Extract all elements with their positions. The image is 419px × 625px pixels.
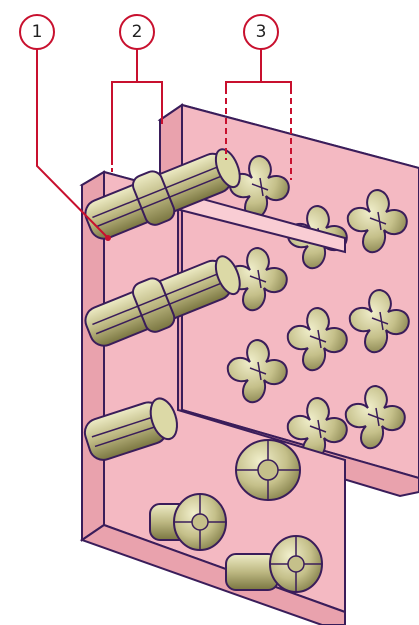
flower-part — [344, 384, 406, 450]
spool-part — [235, 439, 301, 501]
callout-badge-2: 2 — [119, 14, 155, 50]
spool-parts — [149, 439, 323, 593]
flower-part — [346, 188, 408, 254]
flower-part — [286, 306, 348, 372]
leader-dot-1 — [105, 235, 111, 241]
callout-leaders — [36, 49, 292, 241]
slotted-bar-parts — [83, 148, 241, 461]
flower-part — [226, 338, 288, 404]
bracket-2 — [111, 81, 163, 165]
slotted-bar — [83, 397, 178, 461]
callout-number-1: 1 — [32, 22, 43, 42]
slotted-bar — [84, 255, 241, 347]
slotted-bar — [84, 148, 241, 240]
leader-line-1 — [36, 49, 109, 239]
bracket-3 — [225, 81, 292, 88]
callout-badge-3: 3 — [243, 14, 279, 50]
front-panel-bottom-edge — [79, 523, 346, 625]
spool-part — [149, 493, 227, 551]
callout-number-2: 2 — [132, 22, 143, 42]
flower-part — [226, 246, 288, 312]
flower-part — [348, 288, 410, 354]
callout-badge-1: 1 — [19, 14, 55, 50]
callout-number-3: 3 — [256, 22, 267, 42]
spool-part — [225, 535, 323, 593]
